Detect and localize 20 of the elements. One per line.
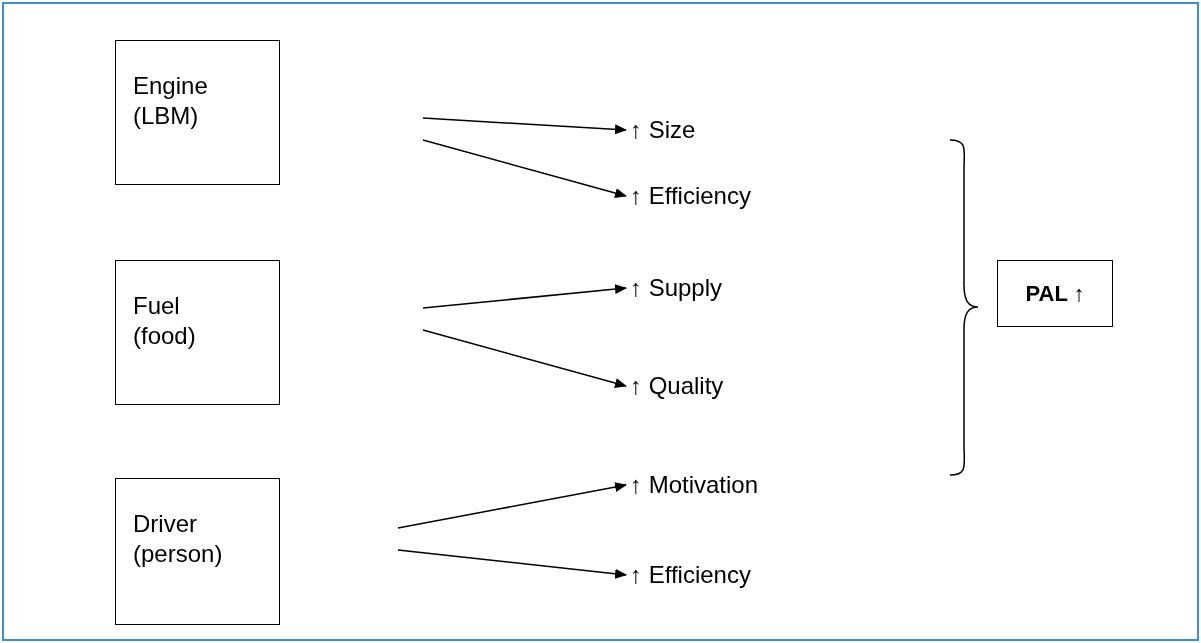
result-label: PAL ↑: [1025, 280, 1085, 308]
arrow: [397, 549, 627, 579]
result-box: [997, 260, 1113, 327]
process-box: [115, 260, 280, 405]
effect-label: ↑ Size: [630, 116, 696, 144]
effect-label: ↑ Efficiency: [630, 561, 751, 589]
arrow: [422, 284, 627, 309]
process-box: [115, 478, 280, 625]
arrow: [422, 329, 627, 388]
effect-label: ↑ Efficiency: [630, 182, 751, 210]
box-label: Fuel (food): [133, 291, 197, 351]
effect-label: ↑ Quality: [630, 372, 724, 400]
effect-label: ↑ Motivation: [630, 471, 759, 499]
effect-label: ↑ Supply: [630, 274, 723, 302]
box-label: Driver (person): [133, 509, 224, 569]
arrow: [397, 482, 627, 529]
arrow: [422, 139, 627, 198]
process-box: [115, 40, 280, 185]
box-label: Engine (LBM): [133, 71, 209, 131]
arrow: [422, 117, 627, 135]
